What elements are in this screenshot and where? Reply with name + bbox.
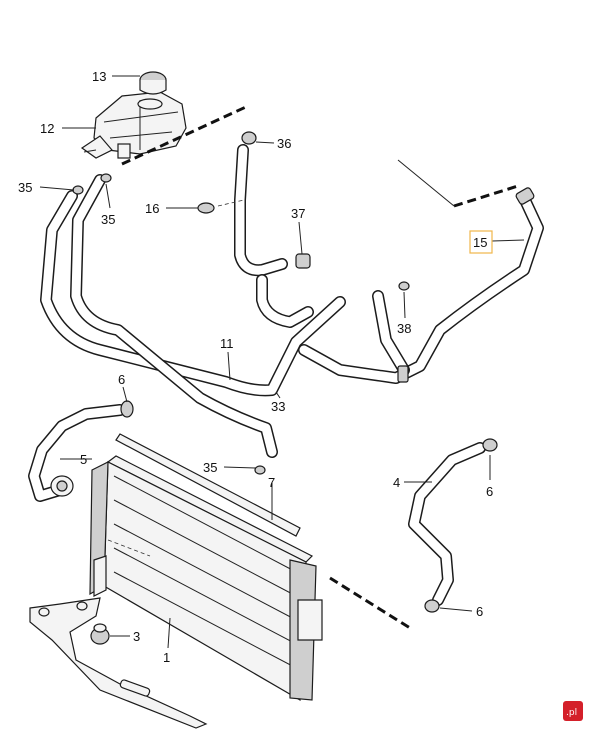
callout-13: 13 — [92, 69, 106, 84]
callout-7: 7 — [268, 475, 275, 490]
callout-37: 37 — [291, 206, 305, 221]
dash-line-lead — [397, 159, 455, 207]
radiator — [89, 455, 323, 702]
callout-6-right: 6 — [486, 484, 493, 499]
callout-3: 3 — [133, 629, 140, 644]
callout-35-left: 35 — [18, 180, 32, 195]
callout-33: 33 — [271, 399, 285, 414]
hose-11 — [40, 190, 346, 397]
tank-cap — [137, 71, 167, 110]
callout-35-tank: 35 — [101, 212, 115, 227]
callout-6-top: 6 — [118, 372, 125, 387]
clips — [72, 173, 410, 475]
dash-line-bottom — [329, 576, 411, 630]
watermark-badge — [563, 701, 583, 721]
lower-bracket — [29, 597, 208, 729]
callout-4: 4 — [393, 475, 400, 490]
watermark-text: Sprzedajemy — [414, 703, 558, 728]
callout-15: 15 — [473, 235, 487, 250]
highlight-box-15 — [469, 230, 493, 254]
dash-line-16 — [217, 199, 245, 207]
rubber-mount-3 — [90, 623, 110, 645]
callout-5: 5 — [80, 452, 87, 467]
hose-33 — [70, 174, 278, 458]
callouts: 13 12 35 35 16 36 37 15 38 11 6 33 5 35 … — [18, 69, 493, 665]
callout-35-mid: 35 — [203, 460, 217, 475]
hose-36-assembly — [234, 131, 314, 328]
callout-1: 1 — [163, 650, 170, 665]
leader-lines — [39, 75, 525, 649]
dash-line-right — [453, 184, 519, 208]
callout-38: 38 — [397, 321, 411, 336]
hose-5 — [28, 400, 134, 502]
seal-strip-7 — [115, 433, 301, 537]
watermark-suffix: .pl — [566, 708, 577, 718]
callout-11: 11 — [220, 336, 234, 351]
callout-16: 16 — [145, 201, 159, 216]
callout-6-bottom: 6 — [476, 604, 483, 619]
dash-line-top — [121, 104, 249, 166]
hose-4 — [408, 438, 498, 613]
watermark: Sprzedajemy .pl — [414, 701, 583, 728]
expansion-tank — [80, 91, 187, 159]
callout-36: 36 — [277, 136, 291, 151]
hose-15 — [298, 187, 544, 384]
callout-12: 12 — [40, 121, 54, 136]
